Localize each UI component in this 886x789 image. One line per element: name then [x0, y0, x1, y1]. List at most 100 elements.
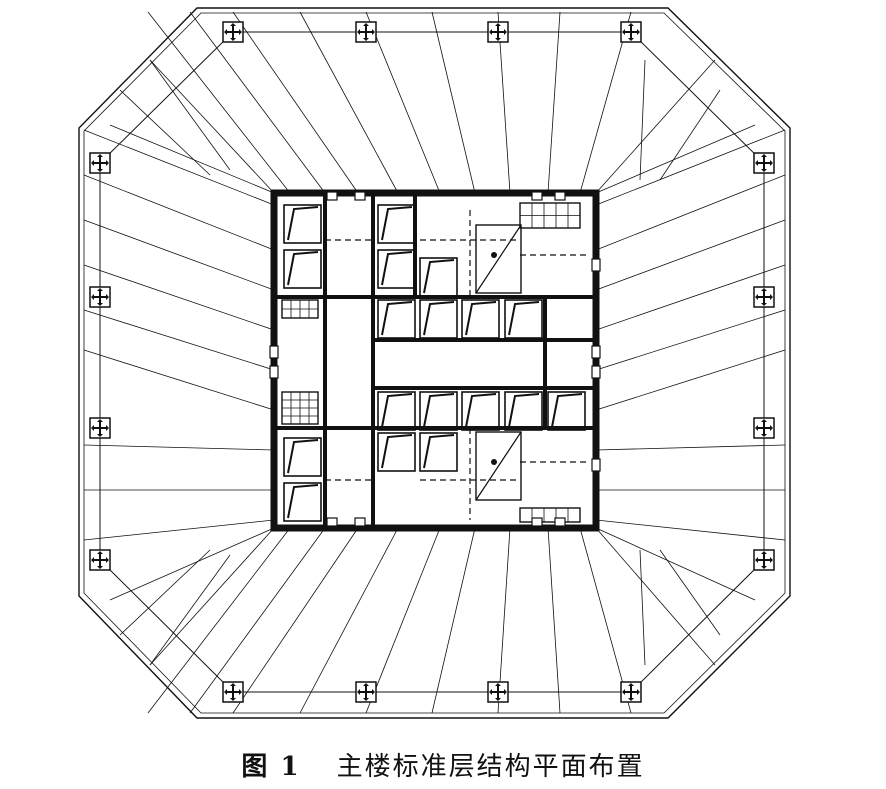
floor-beam-top — [232, 11, 359, 194]
floor-beam-right — [595, 444, 786, 451]
floor-beam-left — [83, 349, 275, 411]
corner-joist — [149, 554, 231, 666]
elevator-shaft — [419, 299, 458, 339]
corner-joist — [639, 59, 646, 181]
shaft-rail — [381, 251, 413, 286]
floor-beam-right — [595, 309, 786, 371]
duct-grid — [281, 391, 319, 425]
corner-beam — [595, 527, 716, 666]
shaft-box — [419, 299, 458, 339]
wall-opening — [591, 365, 601, 379]
elevator-shaft — [377, 204, 416, 244]
corner-joist — [149, 59, 231, 171]
shaft-rail — [287, 439, 319, 474]
floor-beam-top — [431, 11, 476, 194]
floor-beam-left — [83, 174, 275, 251]
figure-number: 图 1 — [241, 751, 301, 782]
shaft-rail — [508, 301, 540, 336]
elevator-shaft — [377, 432, 416, 472]
column — [89, 286, 111, 308]
elevator-shaft — [461, 299, 500, 339]
column — [487, 21, 509, 43]
stair-flight — [475, 224, 522, 294]
elevator-shaft — [377, 391, 416, 431]
elevator-shaft — [283, 482, 322, 522]
shaft-rail — [465, 301, 497, 336]
ring-beam-line — [99, 31, 765, 693]
shaft-box — [283, 204, 322, 244]
floor-beam-bottom — [147, 527, 291, 714]
corner-beam — [109, 124, 275, 194]
wall-opening — [591, 345, 601, 359]
stair-box — [475, 431, 522, 501]
column — [89, 549, 111, 571]
figure-caption: 图 1 主楼标准层结构平面布置 — [0, 744, 886, 784]
floor-beam-top — [547, 11, 561, 194]
floor-beam-right — [595, 174, 786, 251]
shaft-box — [419, 432, 458, 472]
wall-opening — [326, 517, 338, 527]
corner-beam — [109, 527, 275, 601]
corner-beam — [149, 59, 275, 194]
duct-grid — [519, 202, 581, 229]
floor-beam-right — [595, 519, 786, 541]
wall-opening — [269, 345, 279, 359]
shaft-rail — [287, 484, 319, 519]
shaft-rail — [381, 206, 413, 241]
stair-diagonal — [475, 431, 522, 501]
perimeter-columns — [89, 21, 775, 703]
corner-joist — [659, 89, 721, 181]
floor-beam-bottom — [365, 527, 441, 714]
floor-beam-bottom — [232, 527, 359, 714]
shaft-rail — [423, 259, 455, 294]
elevator-shaft — [504, 391, 543, 431]
floor-beam-left — [83, 309, 275, 371]
wall-opening — [554, 517, 566, 527]
column — [355, 681, 377, 703]
floor-beam-left — [83, 219, 275, 291]
shaft-rail — [508, 393, 540, 428]
shaft-box — [547, 391, 586, 431]
column — [89, 417, 111, 439]
wall-opening — [591, 258, 601, 272]
slab-edge-inner — [83, 12, 786, 714]
column — [487, 681, 509, 703]
duct-box — [519, 507, 581, 523]
corner-joist — [119, 89, 211, 176]
wall-opening — [354, 191, 366, 201]
column — [753, 152, 775, 174]
figure-title: 主楼标准层结构平面布置 — [336, 751, 645, 782]
shaft-box — [283, 437, 322, 477]
shaft-rail — [381, 301, 413, 336]
column — [753, 286, 775, 308]
central-core — [269, 189, 601, 532]
shaft-rail — [287, 206, 319, 241]
floor-outline — [78, 7, 791, 719]
stair-marker — [491, 252, 497, 258]
elevator-shaft — [461, 391, 500, 431]
elevator-shaft — [283, 437, 322, 477]
perimeter-ring-beam — [99, 31, 765, 693]
shaft-rail — [287, 251, 319, 286]
wall-opening — [531, 191, 543, 201]
shaft-rail — [381, 393, 413, 428]
column — [222, 21, 244, 43]
stair-diagonal — [475, 224, 522, 294]
column — [753, 549, 775, 571]
shaft-box — [377, 204, 416, 244]
elevator-shaft — [419, 257, 458, 297]
column — [89, 152, 111, 174]
shaft-box — [377, 391, 416, 431]
shaft-box — [377, 432, 416, 472]
shaft-rail — [423, 434, 455, 469]
duct-grid — [281, 299, 319, 319]
corner-beam — [149, 527, 275, 666]
floor-beam-bottom — [431, 527, 476, 714]
elevator-shaft — [377, 299, 416, 339]
column — [620, 681, 642, 703]
column — [222, 681, 244, 703]
duct-grid — [519, 507, 581, 523]
core-outer-wall — [270, 189, 600, 532]
elevator-shaft — [419, 432, 458, 472]
shaft-box — [377, 299, 416, 339]
